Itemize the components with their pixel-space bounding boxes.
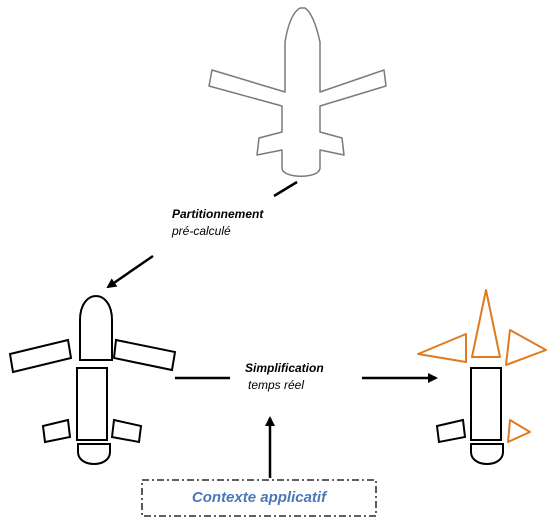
simplification-subtitle: temps réel xyxy=(248,378,305,392)
original-airplane-shape xyxy=(208,7,387,177)
partitioned-right-tailplane-part xyxy=(110,418,143,444)
simplified-nose-triangle xyxy=(471,289,501,358)
partition-subtitle: pré-calculé xyxy=(172,224,231,238)
simplified-left-tailplane-part xyxy=(435,418,467,444)
simplified-left-wing-triangle xyxy=(417,333,467,363)
partitioned-tail-part xyxy=(77,443,111,465)
partitioned-left-wing-part xyxy=(8,338,73,374)
context-label: Contexte applicatif xyxy=(191,489,327,506)
partitioned-nose-part xyxy=(79,295,113,361)
simplified-airplane xyxy=(417,289,547,465)
partition-arrow xyxy=(106,254,154,289)
partitioned-fuselage-part xyxy=(76,367,108,441)
partition-connector-line xyxy=(273,180,298,198)
partitioned-right-wing-part xyxy=(112,338,177,372)
partition-title: Partitionnement xyxy=(172,207,264,221)
simplified-tail-part xyxy=(470,443,504,465)
simplified-fuselage-part xyxy=(470,367,502,441)
partitioned-airplane xyxy=(8,295,177,465)
partitioned-left-tailplane-part xyxy=(41,418,72,444)
simplified-right-tail-triangle xyxy=(507,419,531,443)
context-box: Contexte applicatif xyxy=(142,480,376,516)
simplification-title: Simplification xyxy=(245,361,324,375)
simplified-right-wing-triangle xyxy=(505,329,547,366)
context-box-border xyxy=(141,479,377,517)
